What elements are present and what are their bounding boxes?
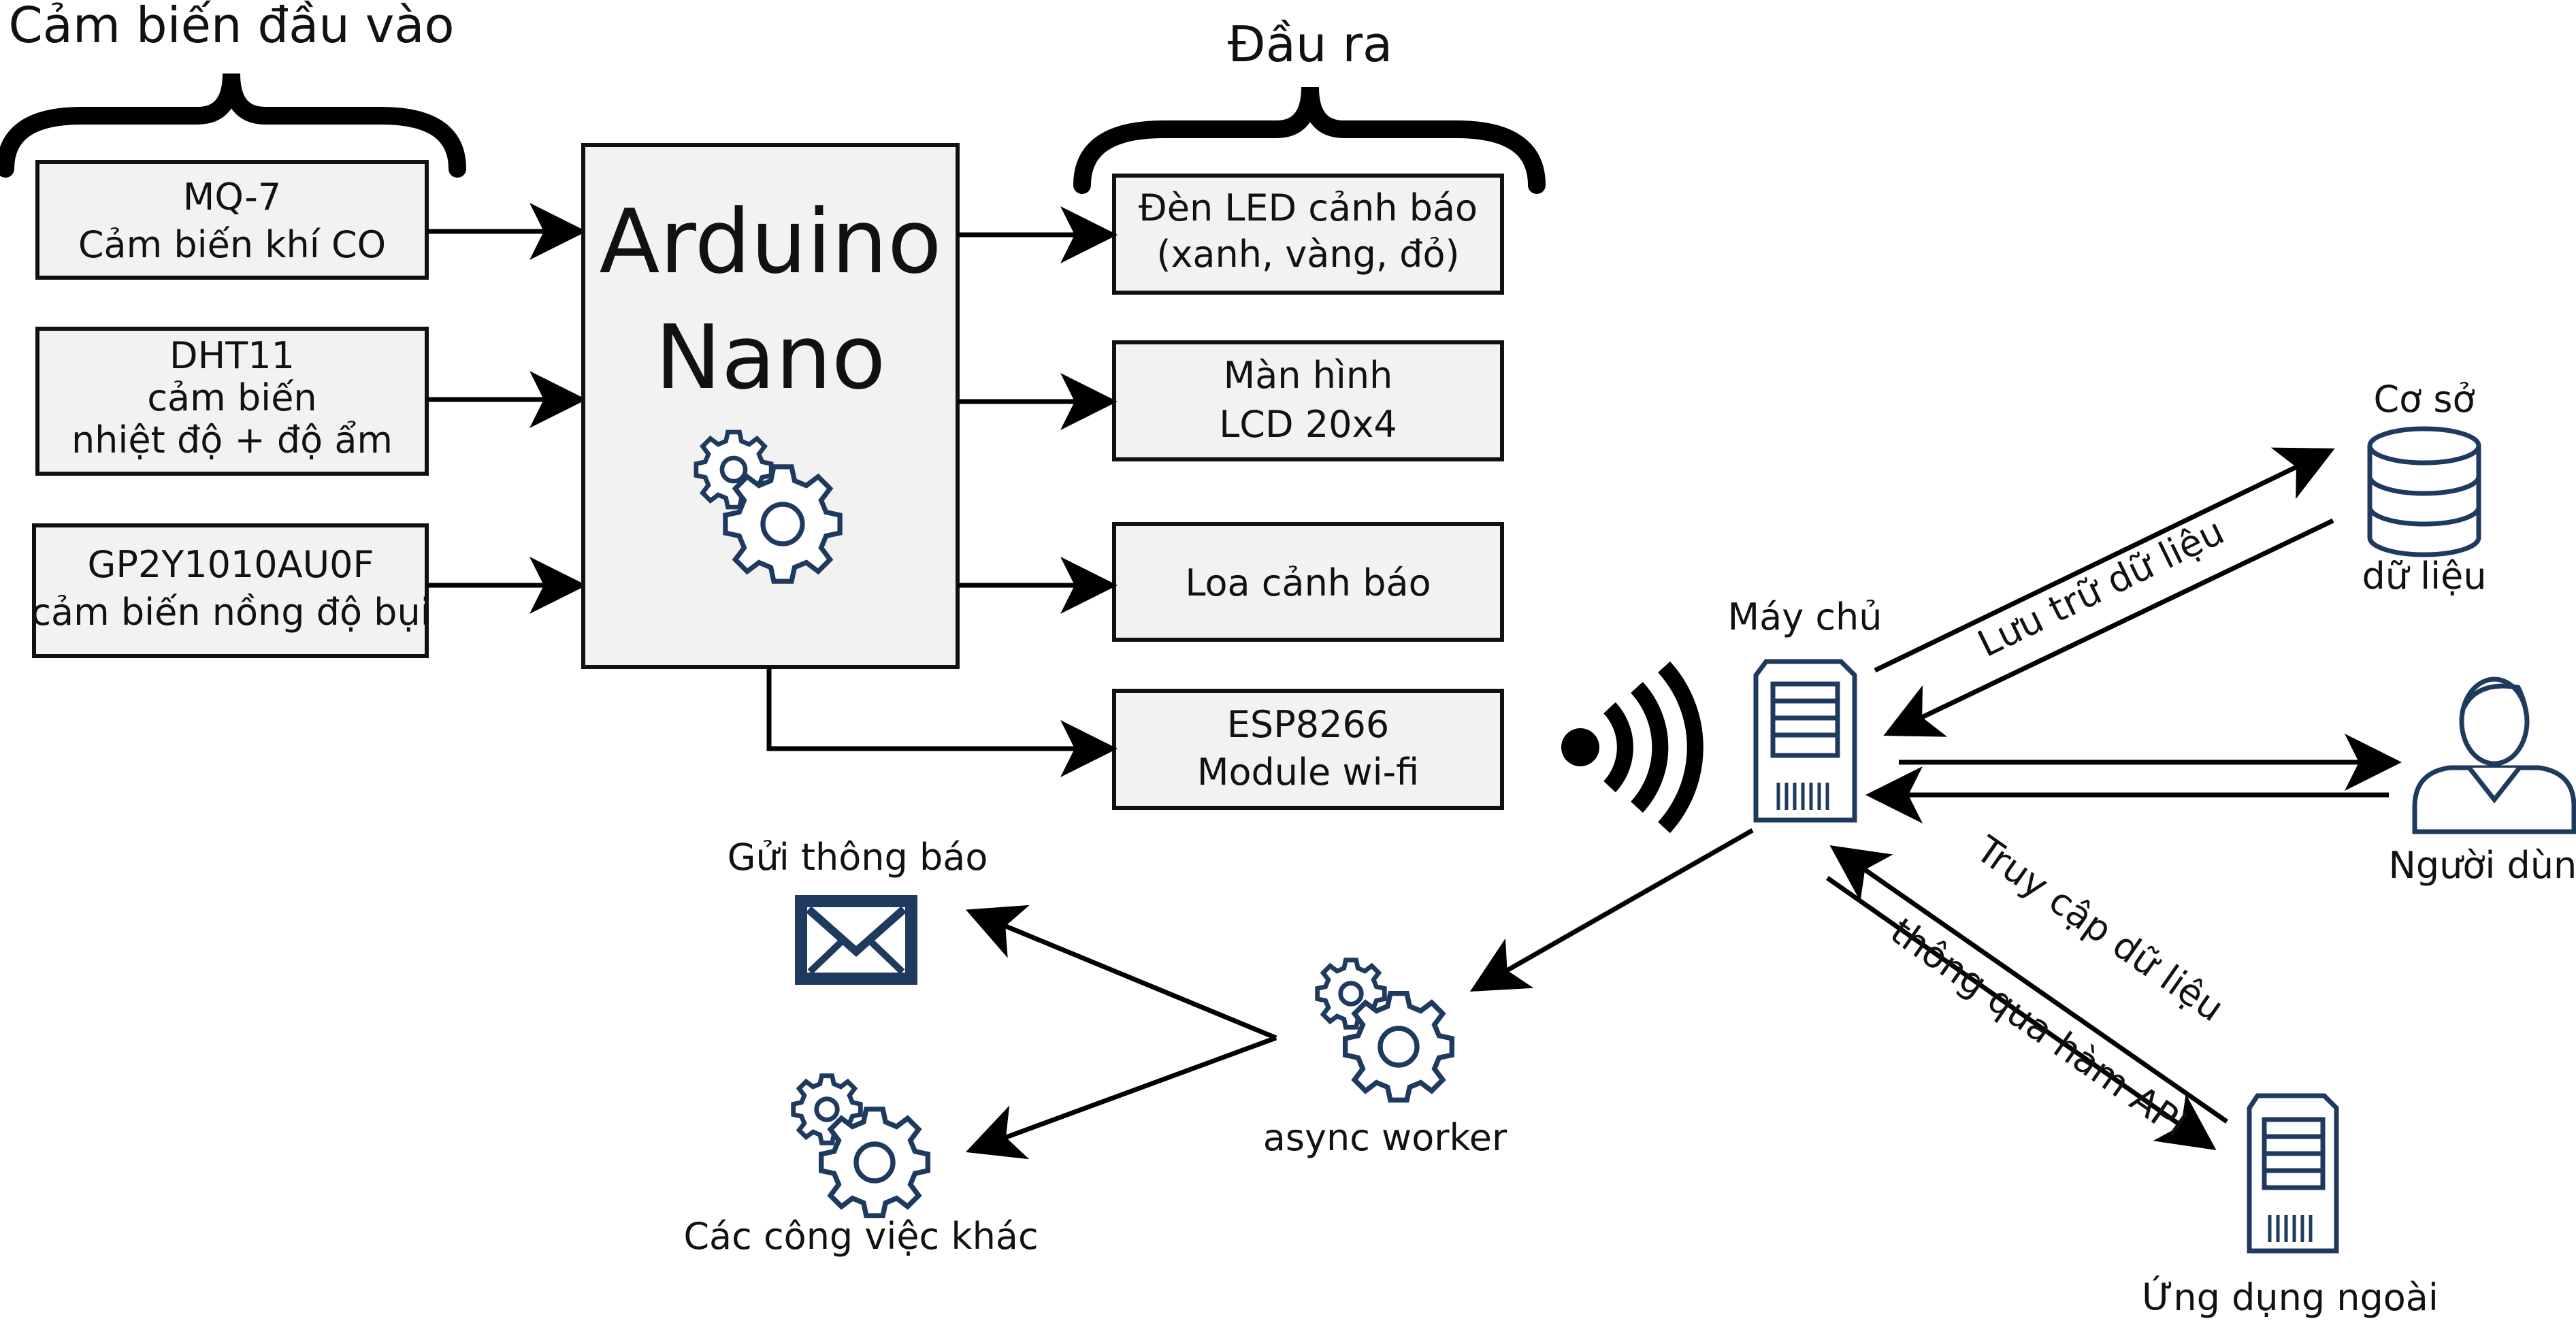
gear-icon [794,1076,928,1216]
input-box-gp2y: GP2Y1010AU0F cảm biến nồng độ bụi [31,523,431,658]
server-icon [1753,659,1857,823]
server-label: Máy chủ [1728,596,1882,638]
output-label: Module wi-fi [1197,751,1419,794]
gear-icon [1318,960,1452,1100]
output-box-speaker: Loa cảnh báo [1112,522,1504,642]
inputs-brace [0,73,466,178]
wifi-icon [1561,661,1703,834]
input-box-mq7: MQ-7 Cảm biến khí CO [35,160,429,280]
output-box-esp8266: ESP8266 Module wi-fi [1112,689,1504,810]
output-label: Đèn LED cảnh báo [1139,186,1478,229]
input-label: Cảm biến khí CO [78,223,386,266]
output-label: LCD 20x4 [1219,403,1397,446]
input-label: GP2Y1010AU0F [87,543,374,586]
output-label: Màn hình [1224,354,1393,397]
controller-label: Nano [655,306,886,409]
arrow-db-to-server [1883,518,2334,737]
server-icon [2247,1093,2339,1254]
arrow-output-4 [766,667,1118,777]
output-label: ESP8266 [1227,703,1389,746]
external-app-label: Ứng dụng ngoài [2142,1276,2439,1319]
input-label: cảm biến [147,376,316,419]
output-label: (xanh, vàng, đỏ) [1156,233,1459,276]
arrow-server-to-worker [1469,828,1754,992]
gear-icon [696,432,840,581]
arduino-nano-box: Arduino Nano [581,143,960,669]
database-label: dữ liệu [2362,555,2486,598]
input-label: DHT11 [169,334,295,377]
outputs-group-label: Đầu ra [1228,16,1392,73]
arrow-ext-to-server [1829,845,2228,1124]
output-label: Loa cảnh báo [1185,561,1431,604]
output-box-lcd: Màn hình LCD 20x4 [1112,340,1504,461]
async-worker-label: async worker [1263,1116,1507,1159]
database-label: Cơ sở [2373,378,2475,421]
outputs-brace [1073,86,1546,194]
output-box-led: Đèn LED cảnh báo (xanh, vàng, đỏ) [1112,174,1504,295]
arrow-server-to-db [1874,447,2335,673]
user-label: Người dùng [2388,844,2576,887]
controller-label: Arduino [599,190,941,293]
input-label: nhiệt độ + độ ẩm [71,419,393,461]
envelope-icon [795,895,917,985]
arrow-worker-to-other-tasks [965,1035,1277,1160]
inputs-group-label: Cảm biến đầu vào [8,0,454,54]
user-icon [2412,676,2576,834]
input-label: cảm biến nồng độ bụi [31,591,430,634]
arrow-worker-to-notification [966,904,1277,1041]
input-box-dht11: DHT11 cảm biến nhiệt độ + độ ẩm [35,327,429,476]
send-notification-label: Gửi thông báo [728,836,988,879]
input-label: MQ-7 [183,176,281,218]
other-tasks-label: Các công việc khác [683,1215,1038,1258]
database-icon [2367,426,2481,557]
arrow-server-to-ext [1825,876,2217,1151]
